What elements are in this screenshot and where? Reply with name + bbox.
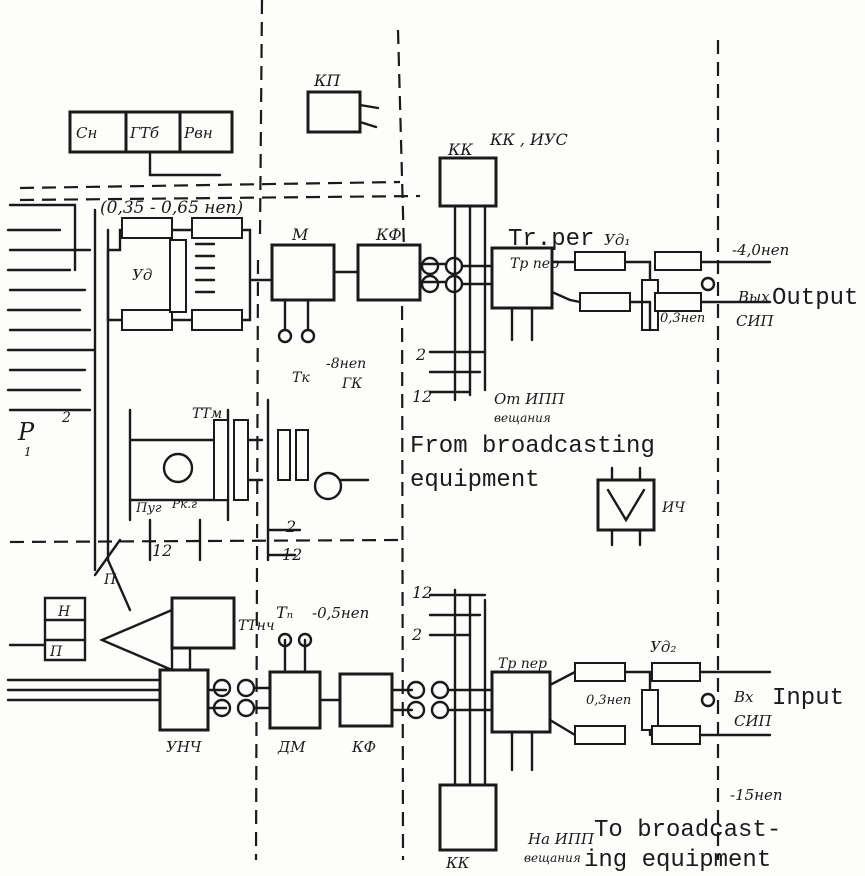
label-yd-top: Уд₁ <box>604 231 630 249</box>
label-input: Input <box>772 685 844 712</box>
label-pug: Пуг <box>135 501 162 516</box>
label-kk-top: КК <box>447 140 473 159</box>
mid-right-cluster <box>266 398 370 562</box>
label-n-mid: Н <box>57 604 71 620</box>
label-two-left: 2 <box>61 410 71 426</box>
label-kk-bot: КК <box>445 854 470 872</box>
label-vyh: Вых <box>737 288 770 306</box>
label-n-bot: П <box>49 644 63 660</box>
label-to-bc-1: To broadcast- <box>594 817 781 844</box>
label-rkg: Рк.г <box>171 497 197 511</box>
label-t-minus: Тₙ <box>276 603 293 622</box>
output-section <box>490 246 772 342</box>
receive-chain <box>6 632 494 732</box>
lower-left-amp <box>8 596 236 672</box>
label-rk: ГК <box>341 376 363 392</box>
label-n2-d: 2 <box>411 625 422 644</box>
label-n12-a: 12 <box>412 387 432 406</box>
label-res03-bot: 0,3неп <box>586 693 631 708</box>
separator-2 <box>396 29 406 861</box>
label-kf-bot: КФ <box>351 738 376 756</box>
label-output: Output <box>772 285 858 312</box>
top-left-blocks <box>68 110 234 177</box>
upper-attenuator <box>106 217 274 331</box>
label-n12-d: 12 <box>412 583 432 602</box>
label-n2-b: 2 <box>285 517 296 536</box>
label-n-top: П <box>103 572 117 588</box>
label-sip-top: СИП <box>736 312 775 330</box>
mid-dashed-line <box>9 538 401 544</box>
transmit-chain <box>270 243 494 344</box>
label-minus05: -0,5неп <box>312 604 369 622</box>
label-na-ipp: На ИПП <box>527 830 595 848</box>
label-veshaniya-top: вещания <box>494 411 551 425</box>
label-sn: Сн <box>76 124 97 142</box>
label-kk-iyc: КК , ИУС <box>489 130 568 149</box>
input-section <box>490 662 772 772</box>
label-tr-per-ru: Тр пер <box>510 256 559 272</box>
left-bus <box>6 203 132 612</box>
label-sip-bot: СИП <box>734 712 773 730</box>
label-ttm: ТТм <box>192 406 222 422</box>
label-n12-b: 12 <box>282 545 302 564</box>
label-tr-per-en: Tr.per <box>508 226 594 253</box>
label-ynch: УНЧ <box>166 738 202 756</box>
label-to-bc-2: ing equipment <box>584 847 771 874</box>
label-range: (0,35 - 0,65 неп) <box>100 198 243 218</box>
label-tk-minus: -8неп <box>326 356 366 372</box>
label-res03-top: 0,3неп <box>660 311 705 326</box>
label-p-sub: 1 <box>24 445 32 459</box>
mid-left-cluster <box>128 408 264 562</box>
label-from-bc-1: From broadcasting <box>410 433 655 460</box>
label-n2-a: 2 <box>415 345 426 364</box>
label-veshaniya-bot: вещания <box>524 851 581 865</box>
label-yd-bot: Уд₂ <box>650 638 676 656</box>
label-vx: Вх <box>733 688 754 706</box>
label-kf-top: КФ <box>375 225 402 244</box>
label-ttnch: ТТнч <box>238 618 275 634</box>
label-n12-c: 12 <box>152 541 172 560</box>
label-minus40: -4,0неп <box>732 241 789 259</box>
label-tk: Тк <box>292 370 310 386</box>
label-m: М <box>291 225 309 244</box>
separator-1 <box>254 0 264 861</box>
label-ig: ИЧ <box>661 500 686 516</box>
ig-block <box>596 466 656 547</box>
kp-block <box>306 90 380 134</box>
label-kp: КП <box>313 71 341 90</box>
label-rvn: Рвн <box>183 124 213 142</box>
label-from-bc-2: equipment <box>410 467 540 494</box>
label-minus15: -15неп <box>730 786 783 804</box>
label-tr-per-bot: Тр пер <box>498 656 547 672</box>
label-p: Р <box>17 418 35 446</box>
top-dashed-line <box>19 180 421 202</box>
label-dm: ДМ <box>277 738 306 756</box>
kk-top <box>428 156 498 402</box>
label-ot-ipp: От ИПП <box>494 390 565 408</box>
label-yd-left: Уд <box>132 266 152 284</box>
kk-bottom <box>428 588 498 852</box>
label-gtb: ГТб <box>129 124 160 142</box>
